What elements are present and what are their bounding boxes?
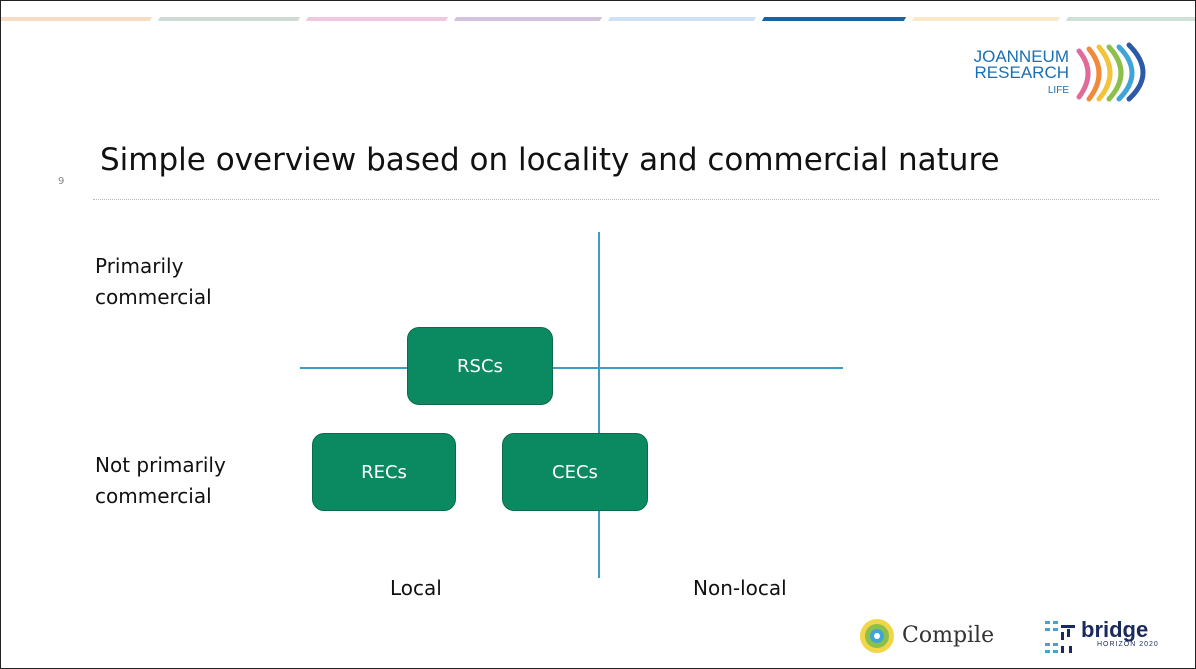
- bridge-text: bridge: [1081, 617, 1149, 642]
- box-recs-label: RECs: [361, 461, 407, 483]
- vertical-axis: [598, 232, 600, 578]
- compile-gear-icon: [860, 619, 894, 653]
- label-primarily-commercial-text: Primarily commercial: [95, 254, 212, 309]
- logo-rainbow-icon: [1076, 42, 1146, 102]
- horizontal-axis: [300, 367, 843, 369]
- compile-text: Compile: [902, 623, 995, 648]
- box-rscs-label: RSCs: [457, 355, 503, 377]
- label-not-primarily-commercial-text: Not primarily commercial: [95, 453, 226, 508]
- label-non-local: Non-local: [693, 576, 787, 600]
- bridge-grid-icon: [1045, 621, 1075, 653]
- stripe-6: [761, 17, 907, 21]
- logo-line-3: LIFE: [1047, 85, 1069, 96]
- label-not-primarily-commercial: Not primarily commercial: [95, 450, 275, 512]
- box-cecs: CECs: [502, 433, 648, 511]
- label-primarily-commercial: Primarily commercial: [95, 251, 275, 313]
- stripe-7: [911, 17, 1061, 21]
- box-recs: RECs: [312, 433, 456, 511]
- stripe-2: [157, 17, 301, 21]
- logo-line-2: RESEARCH: [974, 63, 1069, 82]
- page-number: 9: [58, 176, 65, 187]
- horizon-text: HORIZON 2020: [1097, 641, 1159, 648]
- box-rscs: RSCs: [407, 327, 553, 405]
- box-cecs-label: CECs: [552, 461, 598, 483]
- label-local: Local: [390, 576, 442, 600]
- stripe-4: [453, 17, 603, 21]
- stripe-5: [607, 17, 757, 21]
- slide-title: Simple overview based on locality and co…: [100, 142, 1000, 178]
- logo-line-1: JOANNEUM: [973, 47, 1069, 66]
- title-divider: [93, 199, 1159, 200]
- stripe-3: [305, 17, 449, 21]
- stripe-1: [1, 17, 153, 21]
- stripe-8: [1065, 17, 1195, 21]
